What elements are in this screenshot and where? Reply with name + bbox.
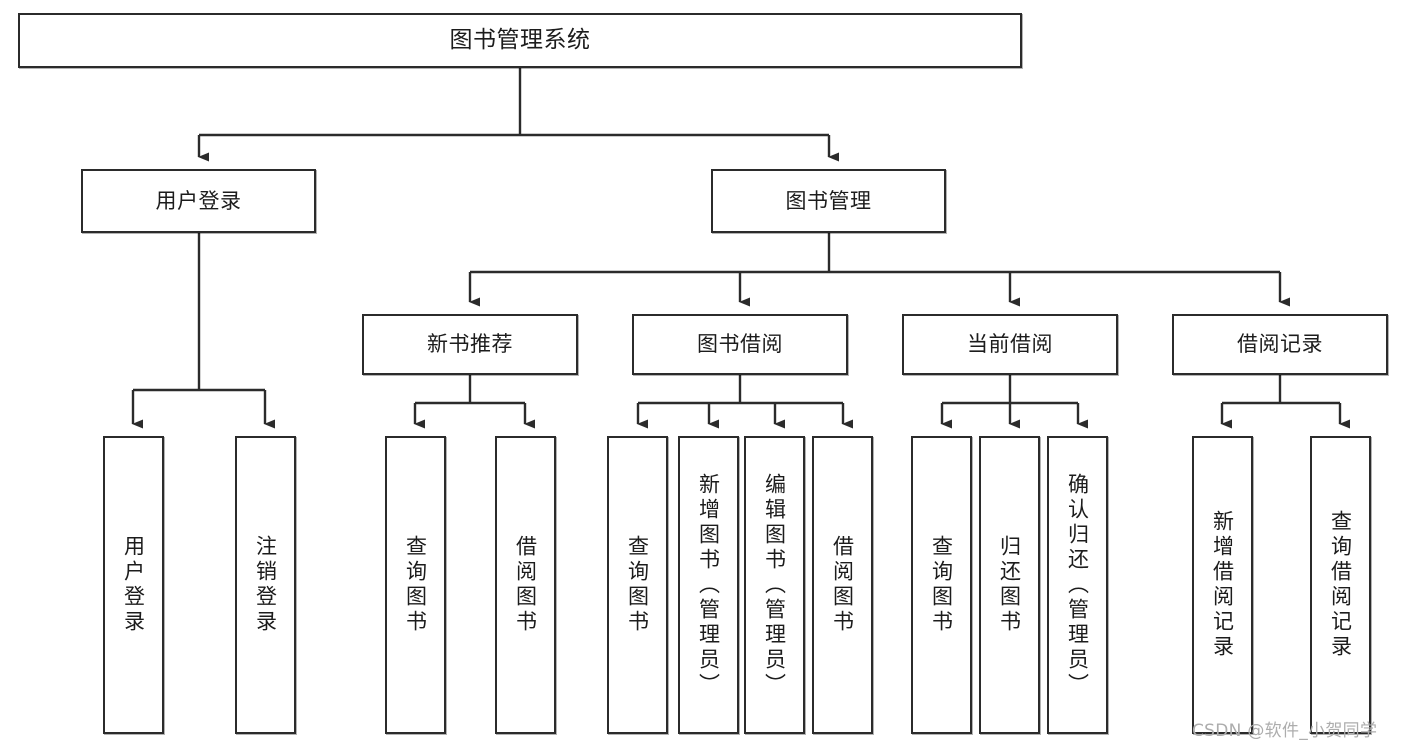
leaf-query-book-current[interactable]: 查询图书	[911, 436, 972, 734]
node-label: 图书管理系统	[449, 26, 591, 53]
leaf-user-login[interactable]: 用户登录	[103, 436, 164, 734]
node-label: 借阅图书	[830, 535, 855, 635]
leaf-edit-book-admin[interactable]: 编辑图书（管理员）	[744, 436, 805, 734]
node-label: 用户登录	[121, 535, 146, 635]
node-label: 查询借阅记录	[1328, 510, 1353, 660]
node-label: 归还图书	[997, 535, 1022, 635]
node-current-borrow[interactable]: 当前借阅	[902, 314, 1118, 375]
watermark-text: CSDN @软件_小贺同学	[1192, 721, 1378, 741]
node-label: 确认归还（管理员）	[1065, 472, 1090, 698]
node-book-borrow[interactable]: 图书借阅	[632, 314, 848, 375]
node-label: 图书管理	[785, 188, 872, 213]
leaf-logout-login[interactable]: 注销登录	[235, 436, 296, 734]
node-label: 借阅图书	[513, 535, 538, 635]
leaf-confirm-return-admin[interactable]: 确认归还（管理员）	[1047, 436, 1108, 734]
leaf-query-book-borrow[interactable]: 查询图书	[607, 436, 668, 734]
node-label: 注销登录	[253, 535, 278, 635]
node-label: 图书借阅	[697, 332, 783, 357]
leaf-query-borrow-record[interactable]: 查询借阅记录	[1310, 436, 1371, 734]
node-label: 查询图书	[403, 535, 428, 635]
node-label: 用户登录	[155, 188, 242, 213]
node-label: 新增借阅记录	[1210, 510, 1235, 660]
node-new-book-recommend[interactable]: 新书推荐	[362, 314, 578, 375]
node-label: 查询图书	[625, 535, 650, 635]
leaf-query-book-recommend[interactable]: 查询图书	[385, 436, 446, 734]
leaf-return-book[interactable]: 归还图书	[979, 436, 1040, 734]
node-label: 新书推荐	[427, 332, 513, 357]
leaf-add-book-admin[interactable]: 新增图书（管理员）	[678, 436, 739, 734]
node-label: 新增图书（管理员）	[696, 472, 721, 698]
node-user-login[interactable]: 用户登录	[81, 169, 316, 233]
leaf-borrow-book[interactable]: 借阅图书	[812, 436, 873, 734]
node-root-system[interactable]: 图书管理系统	[18, 13, 1022, 68]
node-borrow-record[interactable]: 借阅记录	[1172, 314, 1388, 375]
leaf-add-borrow-record[interactable]: 新增借阅记录	[1192, 436, 1253, 734]
node-label: 查询图书	[929, 535, 954, 635]
node-book-management[interactable]: 图书管理	[711, 169, 946, 233]
leaf-borrow-book-recommend[interactable]: 借阅图书	[495, 436, 556, 734]
node-label: 借阅记录	[1237, 332, 1323, 357]
node-label: 编辑图书（管理员）	[762, 472, 787, 698]
node-label: 当前借阅	[967, 332, 1053, 357]
